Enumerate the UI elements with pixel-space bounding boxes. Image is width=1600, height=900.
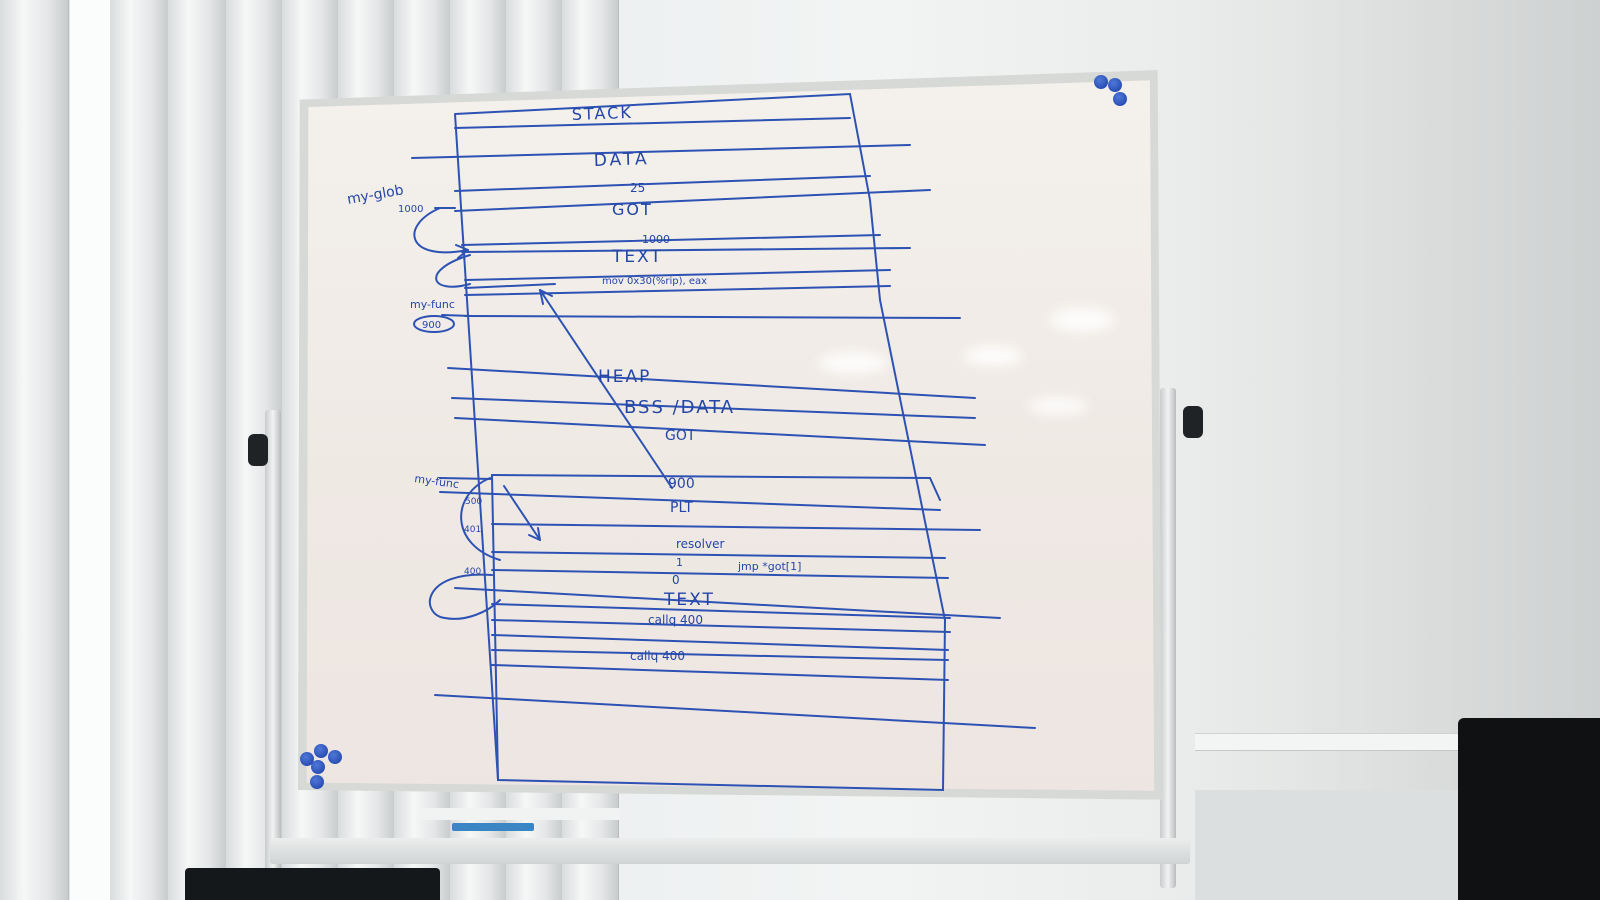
- glob-address: 1000: [398, 204, 423, 215]
- address-400: 400: [464, 567, 481, 577]
- blind-slat: [0, 0, 69, 900]
- left-pivot-knob: [248, 434, 268, 466]
- plt-entry-zero: 0: [672, 573, 680, 587]
- text-label: TEXT: [611, 247, 663, 267]
- row-line: [434, 694, 1036, 729]
- got-loop-arrow: [413, 207, 469, 254]
- row-line: [454, 175, 871, 192]
- text-label-lower: TEXT: [663, 590, 715, 610]
- func-symbol-upper: my-func: [410, 298, 455, 311]
- row-line: [454, 189, 931, 212]
- stand-left-leg: [265, 410, 281, 870]
- row-line: [491, 551, 946, 559]
- row-line: [491, 634, 949, 651]
- arrowhead: [539, 289, 553, 305]
- mov-instruction: mov 0x30(%rip), eax: [602, 276, 707, 287]
- right-pivot-knob: [1183, 406, 1203, 438]
- func-address-circle: [413, 315, 455, 333]
- func-pointer: [439, 477, 493, 480]
- row-line: [454, 417, 986, 446]
- magnet: [328, 750, 342, 764]
- address-401: 401: [464, 525, 481, 535]
- bss-data-label: BSS /DATA: [624, 397, 735, 418]
- jmp-instruction: jmp *got[1]: [737, 560, 801, 573]
- magnet: [300, 752, 314, 766]
- row-line: [439, 491, 941, 511]
- row-line: [491, 619, 951, 633]
- row-line: [451, 397, 976, 419]
- row-line: [454, 587, 1001, 619]
- light-glare: [818, 352, 888, 374]
- resolver-label: resolver: [676, 537, 724, 551]
- row-line: [491, 523, 981, 531]
- glob-symbol: my-glob: [346, 182, 405, 208]
- callq-loop: [429, 573, 501, 620]
- func-pointer: [441, 314, 473, 317]
- light-glare: [1028, 398, 1088, 414]
- got-value-lower: 900: [668, 476, 695, 492]
- heap-label: HEAP: [598, 367, 651, 387]
- blind-slat: [168, 0, 227, 900]
- stand-crossbar: [270, 838, 1190, 864]
- magnet: [1094, 75, 1108, 89]
- callq-instruction-2: callq 400: [630, 649, 685, 663]
- row-line: [461, 247, 911, 253]
- magnet: [310, 775, 324, 789]
- row-line: [491, 664, 949, 681]
- plt-entry-one: 1: [676, 556, 683, 569]
- row-line: [491, 649, 949, 661]
- stack-label: STACK: [571, 103, 633, 124]
- row-line: [491, 603, 951, 619]
- row-line: [461, 234, 881, 246]
- row-line: [464, 269, 891, 281]
- magnet: [1113, 92, 1127, 106]
- monitor-edge-bottom: [185, 868, 440, 900]
- wall-molding: [1195, 733, 1465, 751]
- func-symbol-lower: my-func: [414, 472, 460, 491]
- plt-arrow: [503, 485, 541, 541]
- row-line: [464, 285, 891, 296]
- plt-label: PLT: [670, 500, 693, 516]
- diagram-strokes: [411, 92, 1036, 792]
- light-glare: [963, 346, 1023, 366]
- stand-right-leg: [1160, 388, 1176, 888]
- row-line: [447, 367, 976, 399]
- got-value: 1000: [642, 233, 670, 246]
- func-address-upper: 900: [422, 320, 441, 331]
- window-light: [70, 0, 110, 900]
- marker-tray: [420, 808, 620, 820]
- data-label: DATA: [593, 149, 649, 171]
- light-glare: [1050, 308, 1114, 332]
- marker-pen[interactable]: [452, 823, 534, 831]
- got-to-mov-arrow: [539, 289, 673, 489]
- plt-bracket: [491, 474, 499, 781]
- arrowhead: [528, 527, 541, 541]
- floor-trim: [1195, 790, 1465, 900]
- address-500: 500: [465, 497, 482, 507]
- row-line: [464, 315, 961, 319]
- text-loop: [435, 254, 471, 288]
- monitor-edge-right: [1458, 718, 1600, 900]
- row-line: [491, 569, 949, 579]
- row-line: [491, 474, 941, 501]
- got-label-lower: GOT: [665, 428, 696, 444]
- callq-instruction-1: callq 400: [648, 613, 703, 627]
- magnet: [311, 760, 325, 774]
- magnet: [1108, 78, 1122, 92]
- magnet: [314, 744, 328, 758]
- got-label: GOT: [612, 200, 653, 219]
- memory-map-outline: [454, 92, 947, 792]
- plt-loop: [460, 477, 501, 561]
- row-line: [411, 144, 911, 159]
- row-line: [464, 283, 556, 289]
- arrowhead: [455, 244, 469, 259]
- row-line: [454, 117, 851, 129]
- data-value: 25: [630, 181, 645, 195]
